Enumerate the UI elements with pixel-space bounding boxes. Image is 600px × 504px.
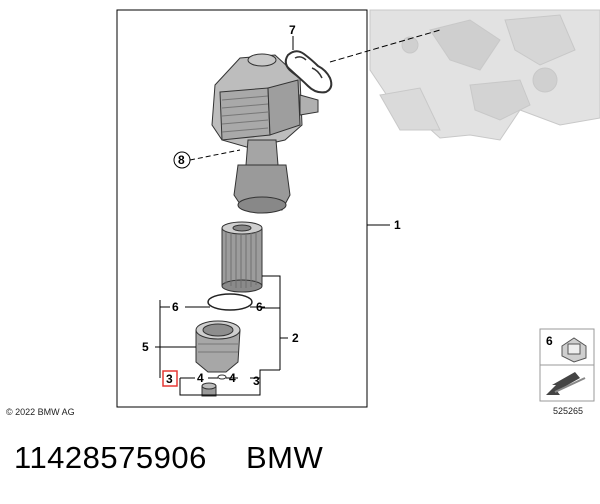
oil-filter-element[interactable]: [221, 221, 263, 293]
part-number: 11428575906: [14, 440, 207, 475]
drain-plug[interactable]: [201, 374, 227, 397]
callout-7[interactable]: 7: [289, 23, 296, 37]
footer-part-line: 11428575906 BMW: [14, 440, 323, 476]
callout-5[interactable]: 5: [142, 340, 149, 354]
callout-2[interactable]: 2: [292, 331, 299, 345]
callout-3[interactable]: 3: [253, 374, 260, 388]
legend-box: 6 525265: [539, 328, 595, 416]
assembly-frame: [116, 9, 368, 408]
callout-3-box[interactable]: 3: [166, 372, 173, 386]
callout-8[interactable]: 8: [178, 153, 185, 167]
highlight-box: [162, 370, 178, 387]
engine-block-illustration: [369, 9, 600, 141]
callout-6-right[interactable]: 6: [256, 300, 263, 314]
gasket-7[interactable]: [284, 50, 333, 94]
brand-name: BMW: [245, 440, 324, 475]
arrow-icon: [546, 372, 586, 395]
callout-1[interactable]: 1: [394, 218, 401, 232]
filter-cover[interactable]: [195, 320, 241, 373]
clip-icon: [561, 337, 587, 363]
copyright-text: © 2022 BMW AG: [6, 407, 75, 417]
callout-4-right[interactable]: 4: [229, 371, 236, 385]
legend-number: 6: [546, 334, 553, 348]
callout-8-circle[interactable]: [173, 151, 191, 169]
o-ring-6[interactable]: [207, 293, 253, 311]
oil-filter-housing[interactable]: [211, 53, 319, 214]
image-id: 525265: [553, 406, 583, 416]
callout-6-left[interactable]: 6: [172, 300, 179, 314]
leader-lines: [155, 29, 441, 396]
parts-diagram: 7 8 1 2 6 6 5 3 4 4 3 © 2022 BMW AG 6 52…: [6, 9, 600, 417]
callout-4-left[interactable]: 4: [197, 371, 204, 385]
